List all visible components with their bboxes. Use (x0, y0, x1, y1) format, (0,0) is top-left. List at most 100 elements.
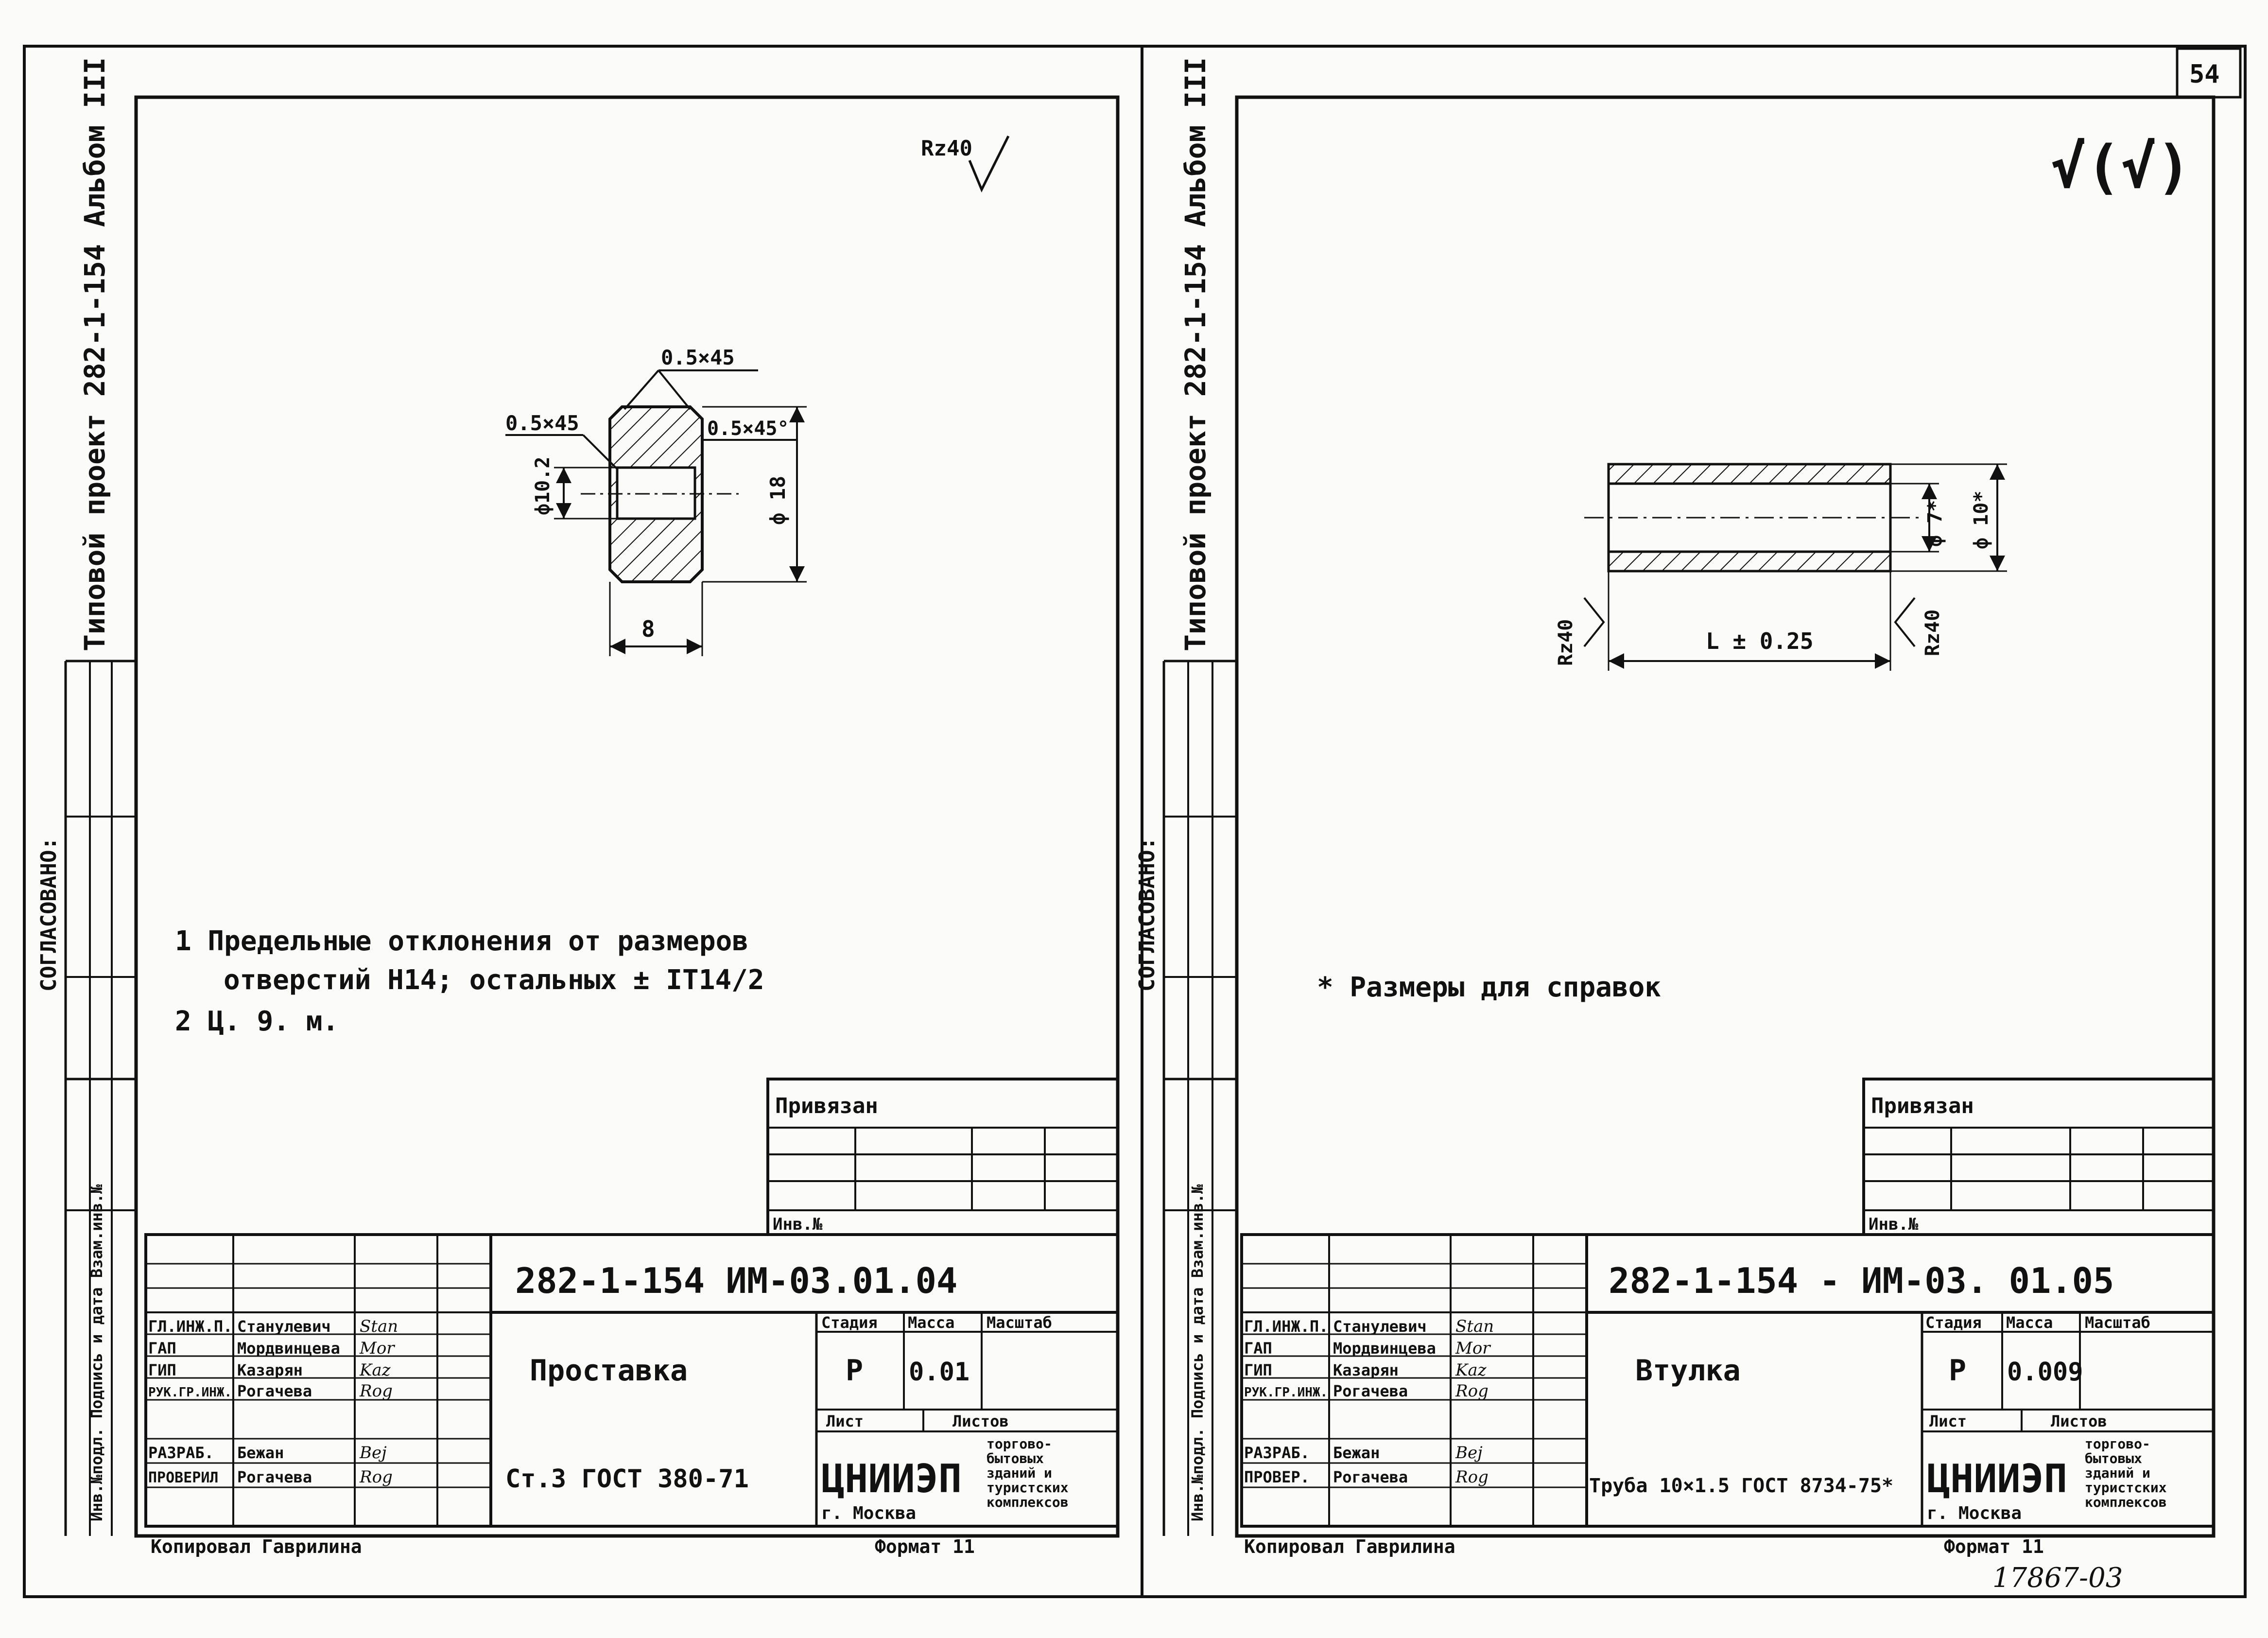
bound-inv-right: Инв.№ (1869, 1215, 1919, 1234)
left-people-rows: ГЛ.ИНЖ.П. Станулевич Stan ГАП Мордвинцев… (148, 1317, 398, 1487)
left-org: ЦНИИЭП (821, 1456, 962, 1501)
svg-text:Рогачева: Рогачева (237, 1382, 312, 1400)
svg-text:комплексов: комплексов (987, 1494, 1069, 1510)
bound-label: Привязан (775, 1094, 878, 1118)
outer-diameter-label-right: ф 10* (1970, 491, 1992, 549)
svg-text:Mor: Mor (1455, 1339, 1491, 1358)
left-doc-code: 282-1-154 ИМ-03.01.04 (515, 1260, 957, 1301)
svg-text:Стадия: Стадия (821, 1313, 878, 1332)
left-side-strip: Типовой проект 282-1-154 Альбом III СОГЛ… (36, 57, 136, 1536)
svg-text:Масса: Масса (2006, 1313, 2053, 1332)
svg-text:Bej: Bej (359, 1443, 387, 1463)
svg-text:ГАП: ГАП (1244, 1339, 1272, 1358)
right-material: Труба 10×1.5 ГОСТ 8734-75* (1589, 1475, 1893, 1497)
svg-text:Масштаб: Масштаб (2085, 1313, 2150, 1332)
right-side-inv: Инв.№подл. Подпись и дата Взам.инв.№ (1188, 1184, 1207, 1521)
svg-text:ГЛ.ИНЖ.П.: ГЛ.ИНЖ.П. (148, 1317, 232, 1336)
svg-text:зданий и: зданий и (2085, 1465, 2150, 1481)
left-stage: Р (846, 1354, 863, 1388)
svg-text:торгово-: торгово- (2085, 1436, 2150, 1452)
right-org: ЦНИИЭП (1927, 1456, 2067, 1501)
right-format: Формат 11 (1944, 1536, 2044, 1557)
svg-text:Rog: Rog (359, 1381, 393, 1401)
page-number-box: 54 (2176, 47, 2242, 99)
right-people-rows: ГЛ.ИНЖ.П. Станулевич Stan ГАП Мордвинцев… (1244, 1317, 1494, 1487)
length-label: 8 (641, 616, 655, 642)
note-line-2: отверстий H14; остальных ± IT14/2 (224, 964, 764, 996)
left-roughness-symbol: Rz40 (921, 135, 1010, 193)
left-city: г. Москва (821, 1503, 916, 1523)
left-side-agreed: СОГЛАСОВАНО: (36, 837, 61, 992)
right-bound-block: Привязан Инв.№ (1862, 1078, 2215, 1236)
right-note: * Размеры для справок (1317, 972, 1661, 1003)
right-part-name: Втулка (1635, 1354, 1741, 1388)
svg-text:зданий и: зданий и (987, 1465, 1052, 1481)
chamfer-left-label: 0.5×45 (505, 411, 579, 435)
right-title-block: ГЛ.ИНЖ.П. Станулевич Stan ГАП Мордвинцев… (1240, 1233, 2215, 1528)
svg-text:Масса: Масса (908, 1313, 954, 1332)
right-sheet-border (1141, 45, 2247, 1598)
length-label-right: L ± 0.25 (1706, 628, 1814, 654)
svg-text:торгово-: торгово- (987, 1436, 1052, 1452)
svg-text:Масштаб: Масштаб (987, 1313, 1052, 1332)
right-side-title: Типовой проект 282-1-154 Альбом III (1179, 57, 1212, 651)
right-part-drawing: ф 7* ф 10* L ± 0.25 Rz40 Rz40 (1555, 463, 2007, 671)
svg-text:Kaz: Kaz (359, 1360, 391, 1380)
svg-text:ГИП: ГИП (1244, 1361, 1272, 1379)
svg-text:ПРОВЕРИЛ: ПРОВЕРИЛ (148, 1469, 219, 1486)
svg-text:бытовых: бытовых (987, 1450, 1044, 1466)
note-line-1: 1 Предельные отклонения от размеров (175, 925, 748, 957)
right-stage: Р (1949, 1354, 1966, 1388)
left-sheet: Типовой проект 282-1-154 Альбом III СОГЛ… (23, 45, 1143, 1598)
left-notes: 1 Предельные отклонения от размеров отве… (175, 925, 764, 1037)
svg-text:ГАП: ГАП (148, 1339, 176, 1358)
left-part-name: Проставка (530, 1354, 688, 1388)
svg-text:Мордвинцева: Мордвинцева (1333, 1339, 1436, 1358)
svg-text:РАЗРАБ.: РАЗРАБ. (1244, 1444, 1310, 1462)
svg-text:Рогачева: Рогачева (1333, 1382, 1408, 1400)
svg-text:Рогачева: Рогачева (1333, 1468, 1408, 1486)
svg-text:туристских: туристских (2085, 1480, 2167, 1496)
svg-text:ГЛ.ИНЖ.П.: ГЛ.ИНЖ.П. (1244, 1317, 1328, 1336)
right-roughness-symbol: √(√) (2051, 134, 2191, 201)
svg-text:Rog: Rog (1455, 1381, 1489, 1401)
svg-text:РУК.ГР.ИНЖ.: РУК.ГР.ИНЖ. (148, 1385, 232, 1400)
svg-text:Стадия: Стадия (1925, 1313, 1982, 1332)
rz-right-label: Rz40 (1922, 610, 1944, 656)
left-copied: Копировал Гаврилина (151, 1536, 362, 1557)
right-org-dept: торгово- бытовых зданий и туристских ком… (2085, 1436, 2167, 1510)
inner-diameter-label: ф 7* (1924, 500, 1946, 547)
right-doc-code: 282-1-154 - ИМ-03. 01.05 (1609, 1260, 2114, 1301)
outer-diameter-label: ф 18 (766, 476, 790, 525)
bound-label-right: Привязан (1871, 1094, 1974, 1118)
svg-text:Rog: Rog (1455, 1467, 1489, 1487)
right-copied: Копировал Гаврилина (1244, 1536, 1455, 1557)
right-city: г. Москва (1927, 1503, 2022, 1523)
svg-text:туристских: туристских (987, 1480, 1069, 1496)
svg-text:Листов: Листов (2051, 1412, 2107, 1430)
left-material: Ст.3 ГОСТ 380-71 (505, 1464, 749, 1494)
svg-text:Лист: Лист (826, 1412, 864, 1430)
svg-text:Станулевич: Станулевич (1333, 1317, 1427, 1336)
left-mass: 0.01 (909, 1358, 970, 1387)
svg-text:бытовых: бытовых (2085, 1450, 2142, 1466)
left-title-block: ГЛ.ИНЖ.П. Станулевич Stan ГАП Мордвинцев… (144, 1233, 1119, 1528)
svg-text:Stan: Stan (360, 1317, 398, 1336)
bound-inv: Инв.№ (773, 1215, 823, 1234)
left-bound-block: Привязан Инв.№ (766, 1078, 1119, 1236)
right-side-strip: Типовой проект 282-1-154 Альбом III СОГЛ… (1135, 57, 1237, 1536)
bore-diameter-label: ф10.2 (532, 457, 554, 515)
svg-text:Bej: Bej (1455, 1443, 1483, 1463)
left-side-inv: Инв.№подл. Подпись и дата Взам.инв.№ (87, 1184, 106, 1521)
svg-text:РУК.ГР.ИНЖ.: РУК.ГР.ИНЖ. (1244, 1385, 1328, 1400)
right-side-agreed: СОГЛАСОВАНО: (1135, 837, 1160, 992)
svg-text:Rog: Rog (359, 1467, 393, 1487)
right-sheet: 54 Типовой проект 282-1-154 Альбом III С… (1135, 45, 2247, 1598)
page-number: 54 (2189, 60, 2220, 89)
svg-text:Казарян: Казарян (1333, 1361, 1399, 1379)
svg-text:Лист: Лист (1929, 1412, 1967, 1430)
chamfer-top-label: 0.5×45 (661, 346, 735, 369)
rz-left-label: Rz40 (1555, 619, 1577, 666)
right-mass: 0.009 (2007, 1358, 2083, 1387)
